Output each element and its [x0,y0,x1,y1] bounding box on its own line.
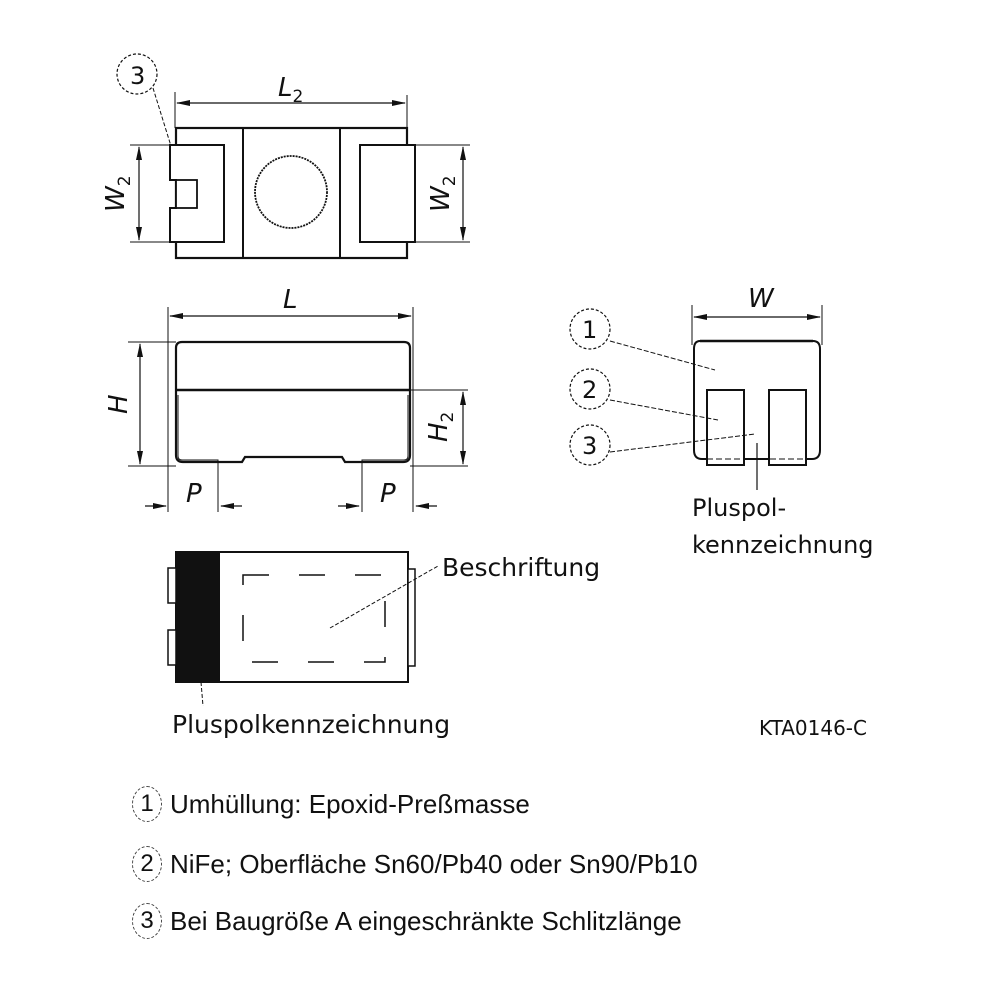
callout-2: 2 [582,376,597,404]
polarity-band [176,552,220,682]
polarity-label-line1: Pluspol- [692,494,786,522]
side-view [128,307,468,512]
legend-number-2: 2 [132,846,162,882]
legend-number-3: 3 [132,903,162,939]
dimension-l: L [283,285,298,315]
legend-item-2: 2 NiFe; Oberfläche Sn60/Pb40 oder Sn90/P… [132,846,698,882]
end-view [569,305,823,490]
polarity-marking-label: Pluspolkennzeichnung [172,710,450,739]
dimension-w2-left: W2 [101,175,135,212]
legend-item-1: 1 Umhüllung: Epoxid-Preßmasse [132,786,530,822]
callout-1: 1 [582,316,597,344]
marking-view [167,551,439,707]
top-view [116,53,470,260]
legend-text-1: Umhüllung: Epoxid-Preßmasse [170,788,530,819]
legend-number-1: 1 [132,786,162,822]
dimension-h: H [104,394,134,414]
marking-label: Beschriftung [442,553,600,582]
callout-3-top: 3 [130,62,145,90]
polarity-label-line2: kennzeichnung [692,531,874,559]
dimension-l2: L2 [278,73,303,107]
dimension-h2: H2 [424,412,458,442]
legend-item-3: 3 Bei Baugröße A eingeschränkte Schlitzl… [132,903,682,939]
dimension-w: W [748,284,775,314]
legend-text-2: NiFe; Oberfläche Sn60/Pb40 oder Sn90/Pb1… [170,848,698,879]
drawing-id: KTA0146-C [759,716,867,740]
dimension-p-left: P [186,479,202,509]
legend-text-3: Bei Baugröße A eingeschränkte Schlitzlän… [170,905,682,936]
callout-3: 3 [582,432,597,460]
dimension-p-right: P [380,479,396,509]
dimension-w2-right: W2 [426,175,460,212]
